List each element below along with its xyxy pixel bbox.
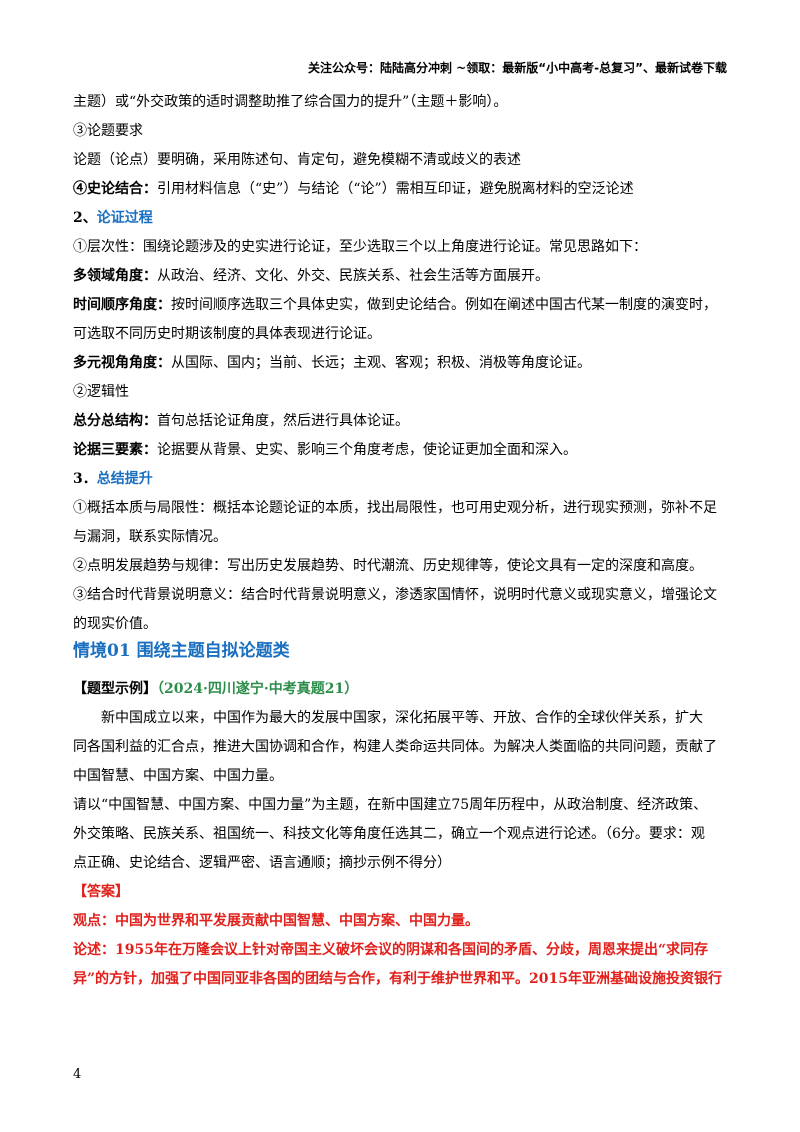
term-text: 从政治、经济、文化、外交、民族关系、社会生活等方面展开。 bbox=[157, 268, 549, 284]
example-tag: 【题型示例】 bbox=[73, 681, 157, 697]
term-text: 从国际、国内；当前、长远；主观、客观；积极、消极等角度论证。 bbox=[171, 355, 591, 371]
example-heading: 【题型示例】（2024·四川遂宁·中考真题21） bbox=[73, 679, 733, 699]
paragraph: ③结合时代背景说明意义：结合时代背景说明意义，渗透家国情怀，说明时代意义或现实意… bbox=[73, 587, 717, 603]
term-text: 按时间顺序选取三个具体史实，做到史论结合。例如在阐述中国古代某一制度的演变时， bbox=[171, 297, 717, 313]
paragraph: 多元视角角度：从国际、国内；当前、长远；主观、客观；积极、消极等角度论证。 bbox=[73, 353, 733, 373]
answer-tag: 【答案】 bbox=[73, 884, 129, 900]
page-number: 4 bbox=[73, 1067, 82, 1082]
paragraph: 多领域角度：从政治、经济、文化、外交、民族关系、社会生活等方面展开。 bbox=[73, 266, 733, 286]
term-label: 多领域角度： bbox=[73, 268, 157, 284]
paragraph: ④史论结合：引用材料信息（“史”）与结论（“论”）需相互印证，避免脱离材料的空泛… bbox=[73, 179, 733, 199]
term-text: 引用材料信息（“史”）与结论（“论”）需相互印证，避免脱离材料的空泛论述 bbox=[157, 181, 634, 197]
subheading: ②逻辑性 bbox=[73, 384, 129, 400]
paragraph: 主题）或“外交政策的适时调整助推了综合国力的提升”（主题＋影响）。 bbox=[73, 94, 508, 110]
paragraph: 的现实价值。 bbox=[73, 616, 157, 632]
question-line: 请以“中国智慧、中国方案、中国力量”为主题，在新中国建立75周年历程中，从政治制… bbox=[73, 797, 708, 813]
example-source: （2024·四川遂宁·中考真题21） bbox=[157, 681, 359, 697]
section-heading: 3．总结提升 bbox=[73, 469, 733, 489]
paragraph: ②点明发展趋势与规律：写出历史发展趋势、时代潮流、历史规律等，使论文具有一定的深… bbox=[73, 558, 703, 574]
term-text: 论据要从背景、史实、影响三个角度考虑，使论证更加全面和深入。 bbox=[157, 442, 577, 458]
section-number: 2、 bbox=[73, 210, 97, 226]
page-header: 关注公众号：陆陆高分冲刺 ~领取：最新版“小中高考-总复习”、最新试卷下载 bbox=[308, 61, 727, 75]
term-label: ④史论结合： bbox=[73, 181, 157, 197]
material-line: 中国智慧、中国方案、中国力量。 bbox=[73, 768, 283, 784]
answer-line: 异”的方针，加强了中国同亚非各国的团结与合作，有利于维护世界和平。2015年亚洲… bbox=[73, 971, 723, 987]
term-label: 论据三要素： bbox=[73, 442, 157, 458]
answer-line: 观点：中国为世界和平发展贡献中国智慧、中国方案、中国力量。 bbox=[73, 913, 479, 929]
term-label: 多元视角角度： bbox=[73, 355, 171, 371]
scenario-heading: 情境01 围绕主题自拟论题类 bbox=[73, 641, 290, 661]
paragraph: 时间顺序角度：按时间顺序选取三个具体史实，做到史论结合。例如在阐述中国古代某一制… bbox=[73, 295, 733, 315]
term-label: 时间顺序角度： bbox=[73, 297, 171, 313]
paragraph: 可选取不同历史时期该制度的具体表现进行论证。 bbox=[73, 326, 381, 342]
term-text: 首句总括论证角度，然后进行具体论证。 bbox=[157, 413, 409, 429]
document-body: 主题）或“外交政策的适时调整助推了综合国力的提升”（主题＋影响）。 ③论题要求 … bbox=[73, 92, 733, 989]
term-label: 总分总结构： bbox=[73, 413, 157, 429]
section-title: 总结提升 bbox=[96, 471, 153, 487]
section-number: 3． bbox=[73, 471, 97, 487]
question-line: 点正确、史论结合、逻辑严密、语言通顺；摘抄示例不得分） bbox=[73, 855, 451, 871]
paragraph: 与漏洞，联系实际情况。 bbox=[73, 529, 227, 545]
paragraph: 总分总结构：首句总括论证角度，然后进行具体论证。 bbox=[73, 411, 733, 431]
paragraph: 论据三要素：论据要从背景、史实、影响三个角度考虑，使论证更加全面和深入。 bbox=[73, 440, 733, 460]
section-title: 论证过程 bbox=[96, 210, 153, 226]
paragraph: ①层次性：围绕论题涉及的史实进行论证，至少选取三个以上角度进行论证。常见思路如下… bbox=[73, 239, 647, 255]
paragraph: 论题（论点）要明确，采用陈述句、肯定句，避免模糊不清或歧义的表述 bbox=[73, 152, 521, 168]
subheading: ③论题要求 bbox=[73, 123, 143, 139]
section-heading: 2、论证过程 bbox=[73, 208, 733, 228]
answer-line: 论述：1955年在万隆会议上针对帝国主义破坏会议的阴谋和各国间的矛盾、分歧，周恩… bbox=[73, 942, 709, 958]
material-line: 新中国成立以来，中国作为最大的发展中国家，深化拓展平等、开放、合作的全球伙伴关系… bbox=[101, 710, 703, 726]
question-line: 外交策略、民族关系、祖国统一、科技文化等角度任选其二，确立一个观点进行论述。（6… bbox=[73, 826, 705, 842]
material-line: 同各国利益的汇合点，推进大国协调和合作，构建人类命运共同体。为解决人类面临的共同… bbox=[73, 739, 717, 755]
paragraph: ①概括本质与局限性：概括本论题论证的本质，找出局限性，也可用史观分析，进行现实预… bbox=[73, 500, 717, 516]
